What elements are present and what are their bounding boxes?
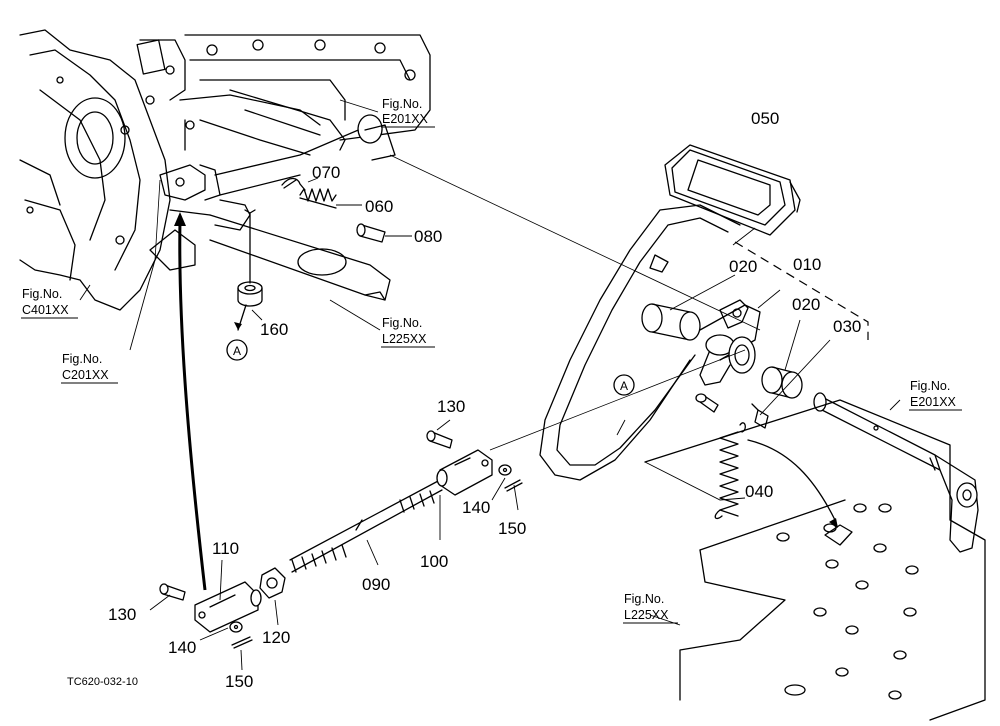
part-100-clevis [436, 449, 493, 496]
marker-a-right: A [613, 374, 635, 396]
part-130-pin-b [426, 430, 453, 449]
label-100: 100 [420, 552, 448, 571]
part-130-pin-a [159, 583, 186, 601]
group-bracket-010 [734, 241, 869, 340]
svg-text:A: A [233, 344, 241, 358]
fig-ref-e201-top-line2: E201XX [382, 112, 429, 126]
part-020-bushing-a [641, 303, 701, 341]
fig-ref-e201-right-line1: Fig.No. [910, 379, 950, 393]
part-110-clevis [194, 581, 262, 633]
fig-ref-c201-line1: Fig.No. [62, 352, 102, 366]
fig-ref-c201-line2: C201XX [62, 368, 109, 382]
fig-ref-l225-top-line2: L225XX [382, 332, 427, 346]
label-060: 060 [365, 197, 393, 216]
fig-ref-e201-right-line2: E201XX [910, 395, 957, 409]
fig-ref-c401-line2: C401XX [22, 303, 69, 317]
part-060-spring [299, 188, 337, 209]
part-080-pin [356, 223, 386, 243]
part-050-pedal-pad [664, 144, 801, 236]
label-090: 090 [362, 575, 390, 594]
label-140-bottom: 140 [168, 638, 196, 657]
part-140-washer-b [498, 464, 512, 476]
label-030: 030 [833, 317, 861, 336]
label-020-top: 020 [729, 257, 757, 276]
label-040: 040 [745, 482, 773, 501]
label-130-top: 130 [437, 397, 465, 416]
label-120: 120 [262, 628, 290, 647]
fig-ref-l225-top-line1: Fig.No. [382, 316, 422, 330]
leader-lines [79, 99, 901, 671]
part-150-cotter-b [504, 479, 523, 492]
pivot-pin [695, 393, 719, 413]
part-010-pedal-arm [539, 204, 761, 481]
transmission-housing [19, 29, 431, 311]
label-010: 010 [793, 255, 821, 274]
spring-hook-arrow [747, 439, 836, 521]
label-050: 050 [751, 109, 779, 128]
label-130-bottom: 130 [108, 605, 136, 624]
fig-ref-l225-bottom-line1: Fig.No. [624, 592, 664, 606]
part-120-nut [259, 567, 286, 599]
part-150-cotter-a [231, 636, 253, 649]
fig-ref-c401-line1: Fig.No. [22, 287, 62, 301]
part-090-rod [289, 479, 443, 573]
label-140-mid: 140 [462, 498, 490, 517]
label-150-mid: 150 [498, 519, 526, 538]
label-110: 110 [212, 539, 239, 558]
part-160-bushing [234, 209, 263, 331]
part-020-bushing-b [761, 366, 803, 399]
label-160: 160 [260, 320, 288, 339]
label-020-right: 020 [792, 295, 820, 314]
svg-text:A: A [620, 379, 628, 393]
floor-plate [644, 399, 986, 721]
label-070: 070 [312, 163, 340, 182]
figure-code: TC620-032-10 [67, 676, 138, 688]
assembly-arrow-left [178, 219, 207, 591]
part-040-spring [714, 422, 746, 520]
figure-references: Fig.No. E201XX Fig.No. C401XX Fig.No. C2… [21, 97, 962, 624]
marker-a-left: A [226, 339, 248, 361]
label-150-bottom: 150 [225, 672, 253, 691]
label-080: 080 [414, 227, 442, 246]
pedal-shaft [813, 392, 979, 553]
fig-ref-l225-bottom-line2: L225XX [624, 608, 669, 622]
part-030-grease-nipple [751, 403, 769, 429]
fig-ref-e201-top-line1: Fig.No. [382, 97, 422, 111]
part-labels: 050 070 060 080 160 020 010 020 030 040 … [108, 109, 861, 691]
part-140-washer-a [229, 621, 243, 633]
part-070-clip [281, 177, 306, 191]
axis-line [389, 154, 761, 331]
